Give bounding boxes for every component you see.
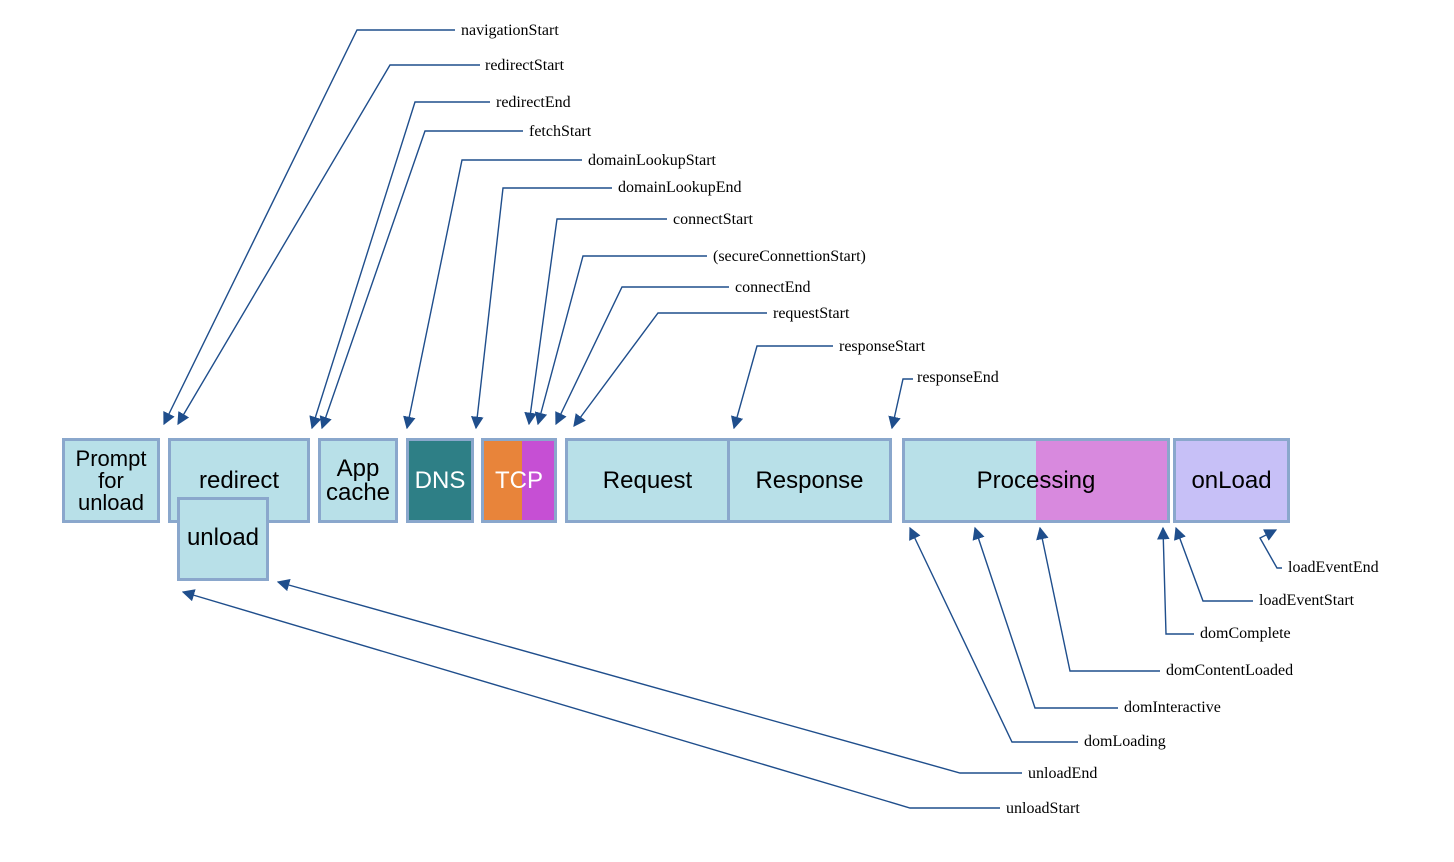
label-load-event-end: loadEventEnd	[1288, 559, 1379, 576]
tcp-label: TCP	[495, 466, 543, 494]
label-response-end: responseEnd	[917, 369, 999, 386]
wire-dom-loading	[909, 526, 1078, 743]
label-request-start: requestStart	[773, 305, 850, 322]
onload-box: onLoad	[1173, 438, 1290, 523]
label-dom-content-loaded: domContentLoaded	[1166, 662, 1294, 679]
app-cache-box: App cache	[318, 438, 398, 523]
wire-dom-complete	[1157, 526, 1194, 635]
wire-domain-lookup-end	[471, 187, 612, 430]
wire-redirect-end	[309, 101, 490, 430]
prompt-for-unload-box: Prompt for unload	[62, 438, 160, 523]
wire-request-start	[573, 312, 767, 428]
wire-unload-end	[276, 578, 1022, 774]
wire-redirect-start	[177, 64, 480, 426]
wire-connect-end	[555, 286, 729, 426]
label-fetch-start: fetchStart	[529, 123, 592, 140]
wire-response-end	[888, 378, 913, 430]
label-redirect-start: redirectStart	[485, 57, 565, 74]
label-unload-start: unloadStart	[1006, 800, 1080, 817]
wire-response-start	[730, 345, 833, 430]
label-connect-end: connectEnd	[735, 279, 811, 296]
wire-domain-lookup-start	[403, 159, 582, 430]
wire-unload-start	[181, 589, 1000, 809]
request-box: Request	[565, 438, 730, 523]
tcp-secure-segment	[522, 441, 554, 520]
label-secure-connection-start: (secureConnettionStart)	[713, 248, 866, 265]
onload-label: onLoad	[1191, 466, 1272, 494]
wire-navigation-start	[163, 29, 455, 426]
label-response-start: responseStart	[839, 338, 926, 355]
processing-dom-segment	[1036, 441, 1167, 520]
label-dom-complete: domComplete	[1200, 625, 1291, 642]
label-connect-start: connectStart	[673, 211, 753, 228]
label-dom-loading: domLoading	[1084, 733, 1166, 750]
processing-label: Processing	[976, 466, 1096, 494]
wire-load-event-start	[1174, 526, 1253, 602]
tcp-box: TCP	[481, 438, 557, 523]
dns-label: DNS	[414, 466, 466, 494]
wire-dom-content-loaded	[1036, 526, 1160, 672]
dns-box: DNS	[406, 438, 474, 523]
processing-box: Processing	[902, 438, 1170, 523]
response-label: Response	[755, 466, 864, 494]
app-cache-label: App cache	[325, 454, 391, 506]
wire-secure-connection-start	[534, 255, 707, 426]
wire-dom-interactive	[972, 526, 1118, 709]
label-redirect-end: redirectEnd	[496, 94, 571, 111]
label-load-event-start: loadEventStart	[1259, 592, 1355, 609]
label-navigation-start: navigationStart	[461, 22, 559, 39]
redirect-label: redirect	[198, 466, 280, 494]
label-dom-interactive: domInteractive	[1124, 699, 1221, 716]
unload-label: unload	[186, 524, 260, 551]
wire-load-event-end	[1259, 529, 1282, 569]
prompt-for-unload-label: Prompt for unload	[75, 445, 147, 515]
wire-fetch-start	[319, 130, 523, 430]
response-box: Response	[727, 438, 892, 523]
label-domain-lookup-end: domainLookupEnd	[618, 179, 742, 196]
label-domain-lookup-start: domainLookupStart	[588, 152, 716, 169]
wire-connect-start	[524, 218, 667, 426]
request-label: Request	[602, 466, 693, 494]
label-unload-end: unloadEnd	[1028, 765, 1098, 782]
unload-box: unload	[177, 497, 269, 581]
